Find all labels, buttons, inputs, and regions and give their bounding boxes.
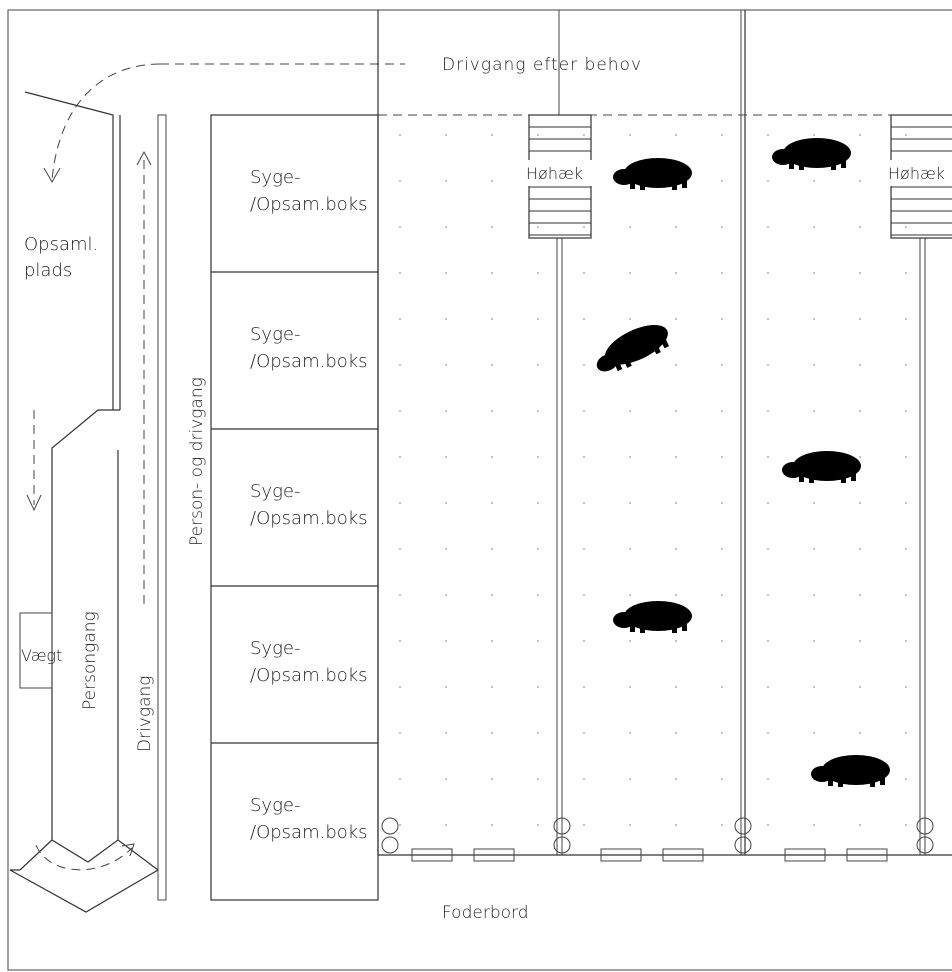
box-2-line1: Syge- — [250, 324, 300, 345]
box-1-line2: /Opsam.boks — [250, 194, 368, 215]
label-person-og-drivgang: Person- og drivgang — [187, 377, 207, 546]
arrow-down-icon — [26, 494, 42, 512]
label-hohaek-1: Høhæk — [526, 164, 583, 183]
scale-box — [19, 612, 53, 689]
hay-rack-1: Høhæk — [524, 114, 596, 239]
collection-area — [9, 91, 159, 913]
label-drivgang-efter-behov: Drivgang efter behov — [442, 55, 642, 75]
sheep-6 — [811, 755, 890, 787]
box-4-line2: /Opsam.boks — [250, 665, 368, 686]
box-4-line1: Syge- — [250, 638, 300, 659]
box-2-line2: /Opsam.boks — [250, 351, 368, 372]
label-personggang: Persongang — [80, 611, 100, 710]
hay-rack-2: Høhæk — [886, 114, 952, 239]
sheep-2 — [772, 138, 851, 170]
label-drivgang: Drivgang — [135, 676, 155, 752]
sheep-1 — [613, 158, 692, 190]
label-foderbord: Foderbord — [442, 903, 529, 923]
label-vaegt: Vægt — [21, 646, 62, 665]
box-1-line1: Syge- — [250, 167, 300, 188]
sheep-5 — [613, 601, 692, 633]
feed-troughs — [411, 848, 888, 862]
box-5-line2: /Opsam.boks — [250, 822, 368, 843]
lane-wall — [157, 114, 167, 901]
sheep-3 — [589, 316, 675, 380]
sick-boxes: Syge- /Opsam.boks Syge- /Opsam.boks Syge… — [210, 114, 379, 901]
label-opsaml-2: plads — [24, 260, 72, 281]
box-5-line1: Syge- — [250, 795, 300, 816]
box-3-line1: Syge- — [250, 481, 300, 502]
box-3-line2: /Opsam.boks — [250, 508, 368, 529]
route-curve-bottom — [35, 844, 133, 871]
sheep-4 — [782, 451, 861, 483]
arrow-up-icon — [136, 150, 152, 166]
arrow-right-icon — [121, 843, 135, 857]
drawing-border — [7, 9, 952, 971]
label-opsaml-1: Opsaml. — [24, 234, 98, 255]
route-curve-top — [51, 63, 161, 181]
arrow-down-icon — [43, 167, 61, 184]
label-hohaek-2: Høhæk — [888, 164, 945, 183]
water-bowls — [381, 817, 934, 854]
